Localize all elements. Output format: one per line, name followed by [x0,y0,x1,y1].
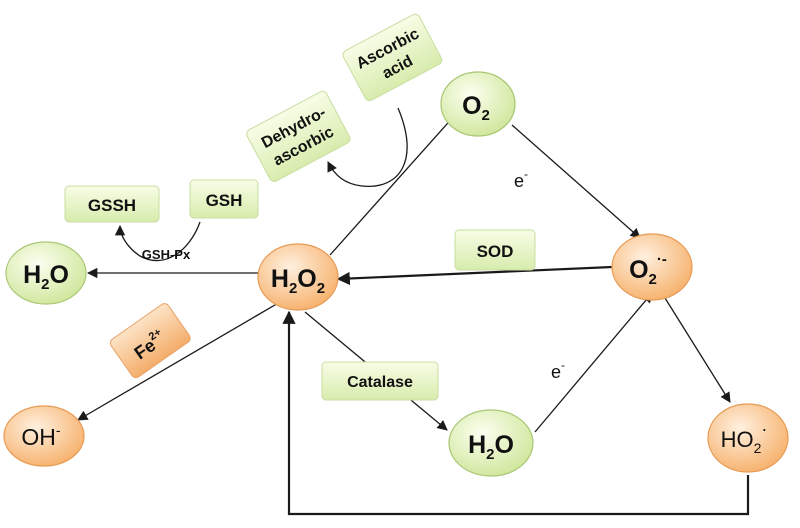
arrow-o2-to-superoxide [511,124,641,239]
arrow-h2o2-to-oh [77,301,281,421]
dehydroascorbic-box: Dehydro- ascorbic [246,90,351,182]
h2o2-h: H [271,265,289,293]
h2o2-sub2: 2 [317,280,325,297]
arrow-h2o-to-superoxide [534,292,653,433]
electron-charge-top: - [524,167,528,181]
sod-label: SOD [477,242,514,261]
superoxide-sub: 2 [649,271,657,288]
arrow-superoxide-to-h2o2 [336,265,613,286]
svg-text:OH-: OH- [21,422,61,450]
oh-label: OH [21,424,56,450]
gsh-px-label: GSH-Px [142,247,191,262]
h2o-left-h: H [23,261,41,289]
h2o-bottom-o: O [494,431,513,459]
node-oh: OH- [3,405,85,467]
svg-text:e-: e- [514,167,528,191]
arrow-h2o2-to-o2 [329,114,456,256]
o2-sub: 2 [482,107,490,124]
gsh-box: GSH [189,179,259,219]
svg-text:O2·-: O2·- [629,251,667,288]
node-h2o-left: H2O [5,241,87,305]
svg-text:HO2·: HO2· [721,419,768,456]
node-ho2: HO2· [707,403,789,473]
h2o2-sub1: 2 [289,280,297,297]
ho2-label: HO [721,427,754,452]
electron-label-top: e [514,171,524,191]
h2o-left-sub: 2 [41,276,49,293]
catalase-box: Catalase [321,361,439,401]
h2o2-o: O [297,265,316,293]
arrow-gsh-to-gssh [114,221,201,262]
ascorbic-acid-box: Ascorbic acid [342,13,443,102]
node-h2o-bottom: H2O [448,409,534,477]
fe-box: Fe2+ [109,303,191,379]
svg-text:H2O: H2O [468,431,514,463]
gsh-label: GSH [206,191,243,210]
superoxide-charge: ·- [657,251,667,268]
oh-charge: - [56,422,61,438]
superoxide-o: O [629,256,648,284]
electron-charge-bottom: - [561,358,565,372]
sod-box: SOD [454,229,536,271]
gssh-label: GSSH [88,196,136,215]
svg-text:e-: e- [551,358,565,382]
ho2-sub: 2 [754,440,762,456]
catalase-label: Catalase [347,374,413,391]
electron-label-bottom: e [551,362,561,382]
arrow-ascorbic-to-dehydroascorbic [327,107,408,187]
h2o-bottom-h: H [468,431,486,459]
node-superoxide: O2·- [611,233,693,301]
arrow-ho2-to-h2o2 [282,310,750,516]
h2o-bottom-sub: 2 [486,446,494,463]
svg-text:H2O: H2O [23,261,69,293]
arrows [77,107,750,516]
o2-o: O [462,92,481,120]
gssh-box: GSSH [64,185,160,223]
ho2-radical-dot: · [761,419,767,439]
h2o-left-o: O [49,261,68,289]
node-h2o2: H2O2 [257,243,339,311]
arrow-superoxide-to-ho2 [664,297,731,403]
node-o2: O2 [440,71,516,137]
svg-text:H2O2: H2O2 [271,265,325,297]
fe-charge: 2+ [147,326,164,343]
svg-text:O2: O2 [462,92,490,124]
